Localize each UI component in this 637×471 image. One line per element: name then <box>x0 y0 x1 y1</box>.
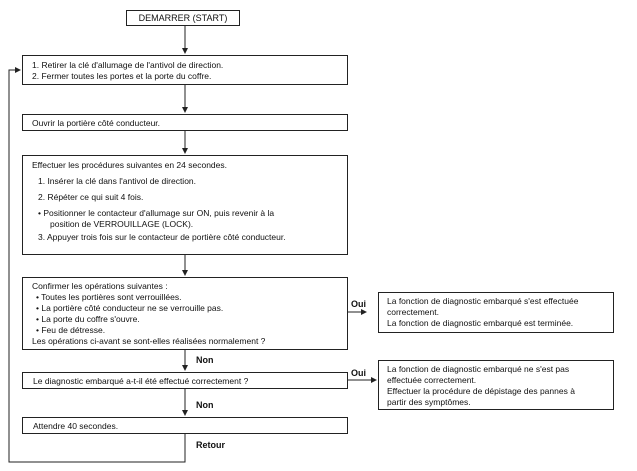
step1-box: 1. Retirer la clé d'allumage de l'antivo… <box>22 55 348 85</box>
step4-bullet-1: • Toutes les portières sont verrouillées… <box>36 292 182 302</box>
step4-bullet-3: • La porte du coffre s'ouvre. <box>36 314 140 324</box>
label-non-2: Non <box>196 400 214 410</box>
step3-item-3: 3. Appuyer trois fois sur le contacteur … <box>38 232 286 242</box>
result-success-line-2: correctement. <box>387 307 439 317</box>
result-failure-box: La fonction de diagnostic embarqué ne s'… <box>378 360 614 410</box>
result-success-line-3: La fonction de diagnostic embarqué est t… <box>387 318 574 328</box>
step5-box: Le diagnostic embarqué a-t-il été effect… <box>22 372 348 389</box>
label-oui-1: Oui <box>351 299 366 309</box>
result-failure-line-4: partir des symptômes. <box>387 397 471 407</box>
result-success-line-1: La fonction de diagnostic embarqué s'est… <box>387 296 579 306</box>
step4-question: Les opérations ci-avant se sont-elles ré… <box>32 336 266 346</box>
step2-box: Ouvrir la portière côté conducteur. <box>22 114 348 131</box>
label-oui-2: Oui <box>351 368 366 378</box>
step4-heading: Confirmer les opérations suivantes : <box>32 281 168 291</box>
result-failure-line-3: Effectuer la procédure de dépistage des … <box>387 386 575 396</box>
result-failure-line-2: effectuée correctement. <box>387 375 477 385</box>
label-non-1: Non <box>196 355 214 365</box>
step5-text: Le diagnostic embarqué a-t-il été effect… <box>33 376 249 386</box>
step3-bullet-a: • Positionner le contacteur d'allumage s… <box>38 208 275 218</box>
step3-box: Effectuer les procédures suivantes en 24… <box>22 155 348 255</box>
step1-line-1: 1. Retirer la clé d'allumage de l'antivo… <box>32 60 224 70</box>
step3-heading: Effectuer les procédures suivantes en 24… <box>32 160 227 170</box>
step3-item-1: 1. Insérer la clé dans l'antivol de dire… <box>38 176 197 186</box>
step4-box: Confirmer les opérations suivantes : • T… <box>22 277 348 350</box>
step4-bullet-4: • Feu de détresse. <box>36 325 106 335</box>
start-label: DEMARRER (START) <box>138 13 228 23</box>
result-success-box: La fonction de diagnostic embarqué s'est… <box>378 292 614 333</box>
step6-box: Attendre 40 secondes. <box>22 417 348 434</box>
step4-bullet-2: • La portière côté conducteur ne se verr… <box>36 303 224 313</box>
label-retour: Retour <box>196 440 225 450</box>
step1-line-2: 2. Fermer toutes les portes et la porte … <box>32 71 212 81</box>
step2-text: Ouvrir la portière côté conducteur. <box>32 118 161 128</box>
step3-bullet-b: position de VERROUILLAGE (LOCK). <box>50 219 194 229</box>
start-box: DEMARRER (START) <box>126 10 240 26</box>
step3-item-2: 2. Répéter ce qui suit 4 fois. <box>38 192 144 202</box>
step6-text: Attendre 40 secondes. <box>33 421 119 431</box>
arrow-retour-loop <box>8 67 186 463</box>
result-failure-line-1: La fonction de diagnostic embarqué ne s'… <box>387 364 570 374</box>
